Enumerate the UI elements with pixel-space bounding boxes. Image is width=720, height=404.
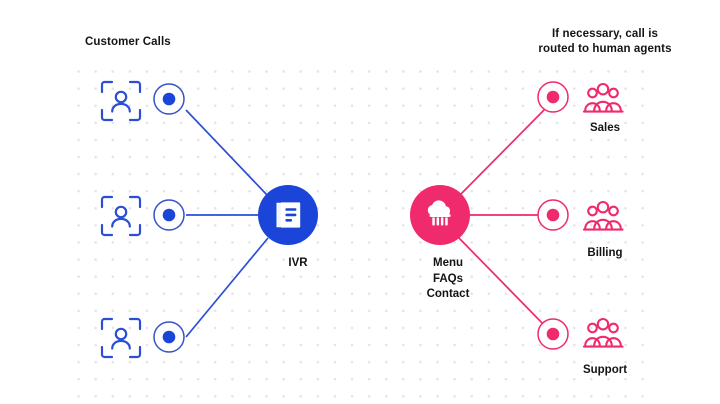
- wire-customer-1-to-ivr: [185, 109, 269, 197]
- human-agents-caption: If necessary, call is routed to human ag…: [538, 28, 672, 55]
- cloud-distribution-icon: [427, 200, 451, 226]
- people-group-icon: [582, 200, 624, 231]
- wire-menu-to-sales: [458, 107, 547, 197]
- people-group-icon: [582, 317, 624, 348]
- sales-label: Sales: [589, 122, 621, 134]
- ring-dot-icon: [153, 199, 185, 231]
- wire-customer-3-to-ivr: [185, 237, 269, 338]
- ivr-label: IVR: [288, 257, 308, 269]
- people-group-icon: [582, 82, 624, 113]
- billing-label: Billing: [587, 247, 623, 259]
- ring-dot-icon: [537, 81, 569, 113]
- support-label: Support: [582, 364, 628, 376]
- ivr-node[interactable]: [258, 185, 318, 245]
- customer-calls-caption: Customer Calls: [85, 36, 171, 48]
- ring-dot-icon: [537, 199, 569, 231]
- ring-dot-icon: [537, 318, 569, 350]
- ring-dot-icon: [153, 321, 185, 353]
- book-document-icon: [276, 202, 301, 228]
- menu-label: Menu FAQs Contact: [426, 257, 470, 300]
- person-scan-icon: [100, 195, 142, 237]
- person-scan-icon: [100, 80, 142, 122]
- person-scan-icon: [100, 317, 142, 359]
- ring-dot-icon: [153, 83, 185, 115]
- wire-menu-to-support: [458, 237, 547, 328]
- menu-node[interactable]: [410, 185, 470, 245]
